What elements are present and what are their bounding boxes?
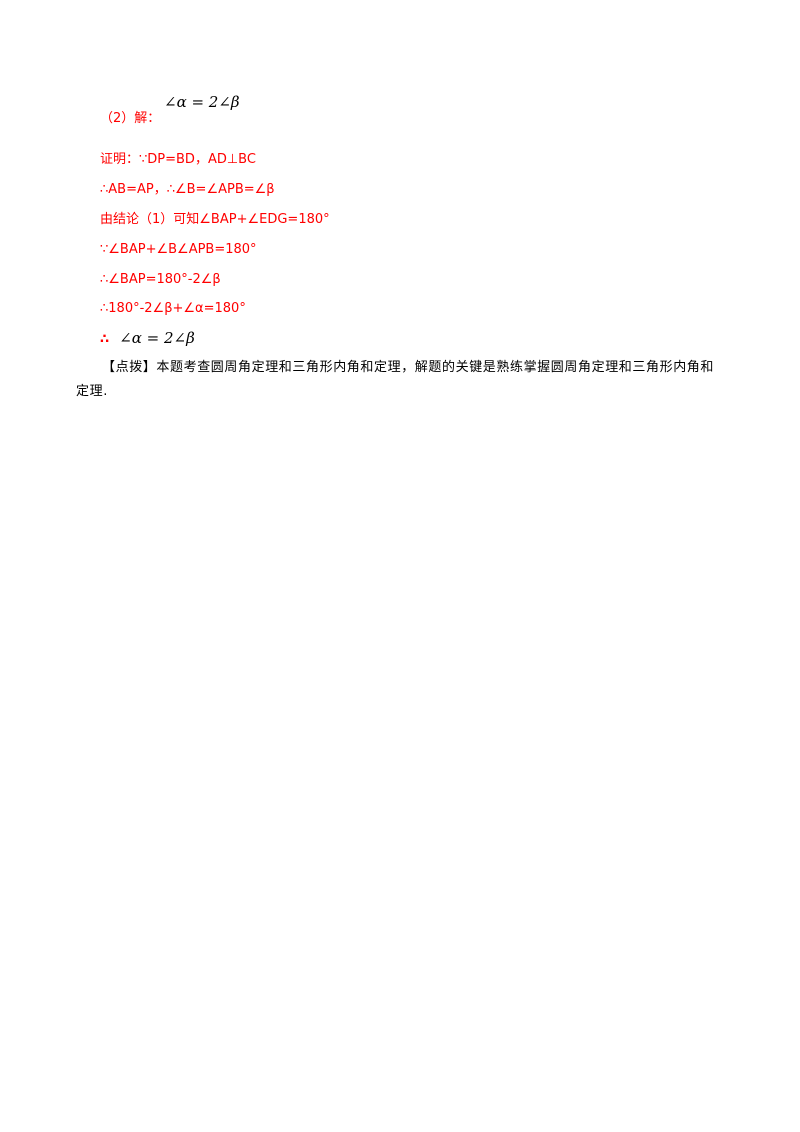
proof-line-1: 证明：∵DP=BD，AD⊥BC (100, 152, 256, 167)
solution-label: （2）解： (100, 111, 161, 126)
proof-line-5: ∴∠BAP=180°-2∠β (100, 272, 221, 287)
conclusion-formula: ∠α = 2∠β (119, 329, 195, 347)
hint-paragraph: 【点拨】本题考查圆周角定理和三角形内角和定理，解题的关键是熟练掌握圆周角定理和三… (76, 356, 726, 404)
therefore-symbol: ∴ (100, 332, 110, 347)
hint-label: 【点拨】 (102, 360, 157, 375)
proof-line-3: 由结论（1）可知∠BAP+∠EDG=180° (100, 212, 330, 227)
hint-text: 本题考查圆周角定理和三角形内角和定理，解题的关键是熟练掌握圆周角定理和三角形内角… (76, 360, 715, 399)
formula-alpha-equals-2beta: ∠α = 2∠β (164, 93, 240, 111)
proof-line-6: ∴180°-2∠β+∠α=180° (100, 301, 246, 316)
proof-line-4: ∵∠BAP+∠B∠APB=180° (100, 242, 257, 257)
conclusion-line: ∴ ∠α = 2∠β (100, 330, 195, 348)
proof-line-2: ∴AB=AP，∴∠B=∠APB=∠β (100, 182, 275, 197)
